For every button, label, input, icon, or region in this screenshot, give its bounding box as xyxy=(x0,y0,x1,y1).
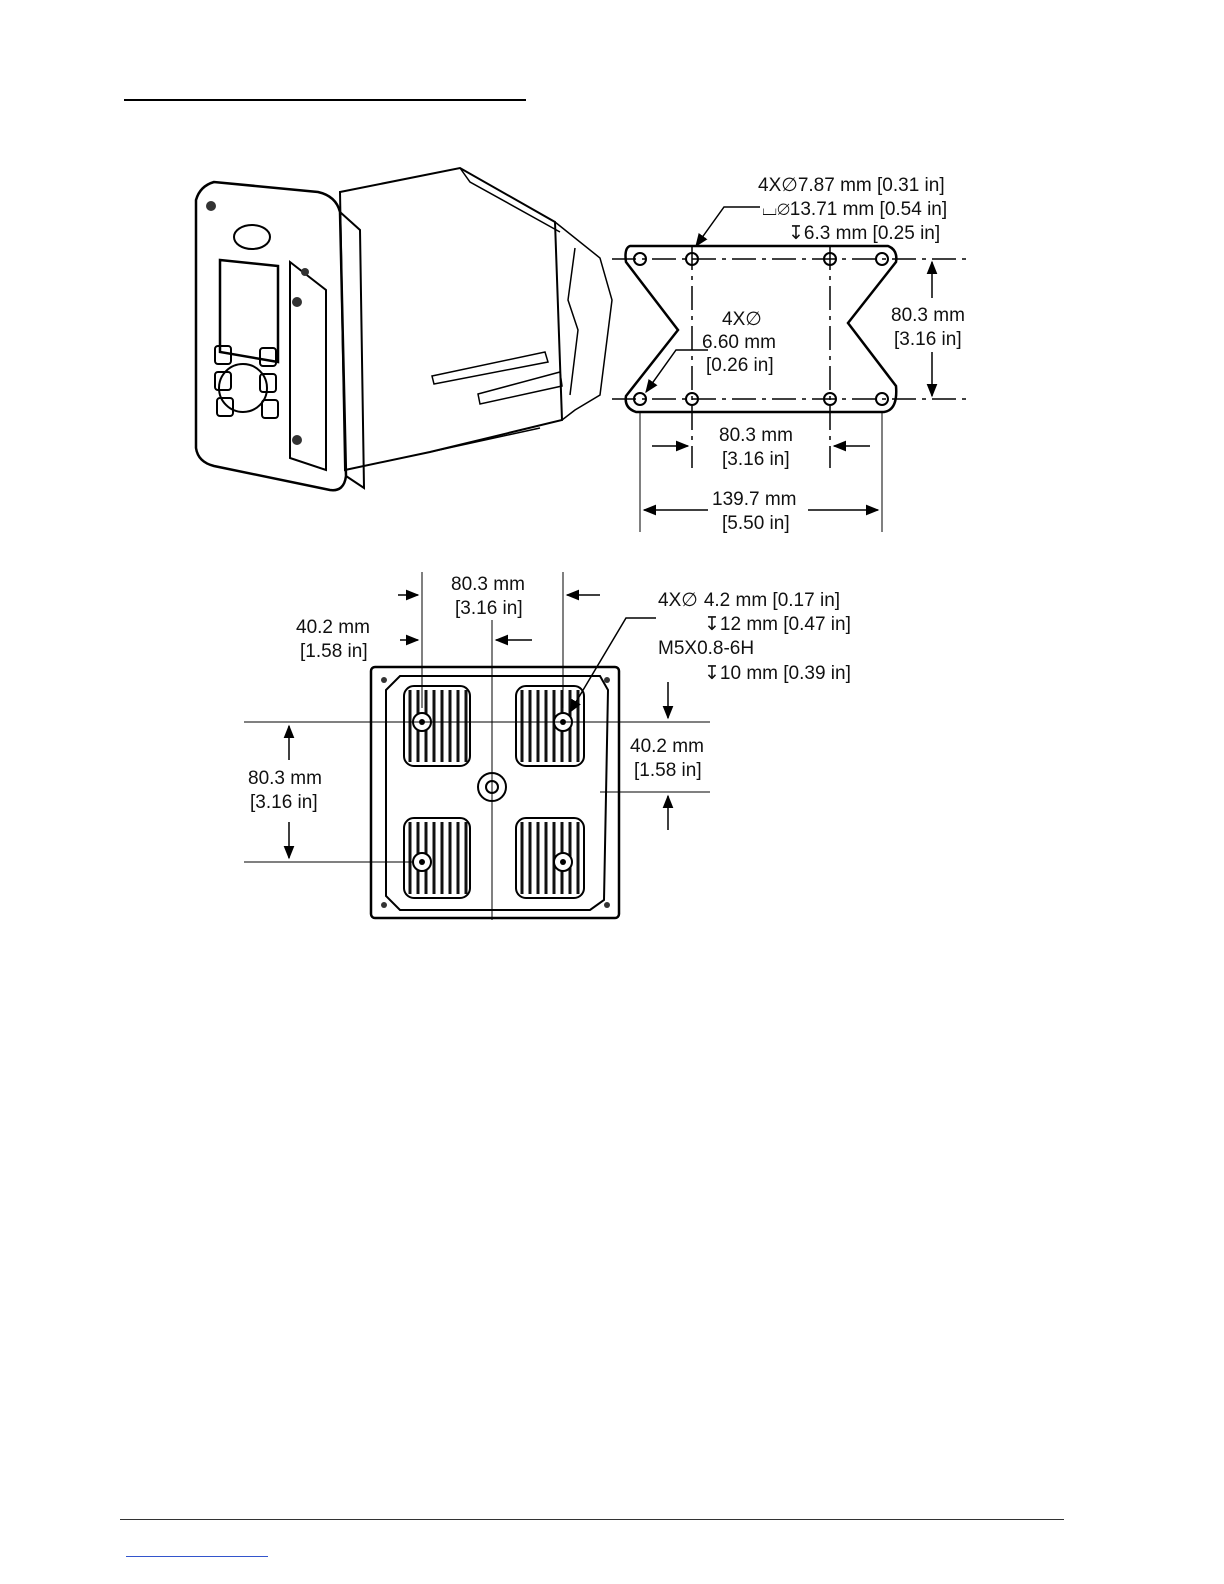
bracket-holes-line2: ⌴∅13.71 mm [0.54 in] xyxy=(762,199,947,220)
footer-link-underline[interactable] xyxy=(126,1556,268,1557)
back-right-offset-mm: 40.2 mm xyxy=(630,736,704,757)
bracket-horizontal-mm: 80.3 mm xyxy=(719,425,793,446)
bracket-overall-in: [5.50 in] xyxy=(722,513,790,534)
bracket-slots-in: [0.26 in] xyxy=(706,355,774,376)
back-left-spacing-in: [3.16 in] xyxy=(250,792,318,813)
bracket-holes-line3: ↧6.3 mm [0.25 in] xyxy=(788,223,940,244)
bracket-vertical-in: [3.16 in] xyxy=(894,329,962,350)
back-right-offset-in: [1.58 in] xyxy=(634,760,702,781)
controller-illustration xyxy=(196,168,612,490)
back-holes-line2: ↧12 mm [0.47 in] xyxy=(704,614,851,635)
bracket-slots-label: 4X∅ xyxy=(722,309,762,330)
back-holes-line1: 4X∅4.2 mm [0.17 in] xyxy=(658,590,840,611)
back-left-offset-in: [1.58 in] xyxy=(300,641,368,662)
back-left-spacing-mm: 80.3 mm xyxy=(248,768,322,789)
back-top-spacing-in: [3.16 in] xyxy=(455,598,523,619)
bracket-overall-mm: 139.7 mm xyxy=(712,489,796,510)
bracket-slots-mm: 6.60 mm xyxy=(702,332,776,353)
back-left-offset-mm: 40.2 mm xyxy=(296,617,370,638)
bracket-holes-line1: 4X∅7.87 mm [0.31 in] xyxy=(758,175,945,196)
back-top-spacing-mm: 80.3 mm xyxy=(451,574,525,595)
back-holes-thread: M5X0.8-6H xyxy=(658,638,754,659)
bracket-vertical-mm: 80.3 mm xyxy=(891,305,965,326)
footer-rule xyxy=(120,1519,1064,1520)
bracket-horizontal-in: [3.16 in] xyxy=(722,449,790,470)
back-holes-line4: ↧10 mm [0.39 in] xyxy=(704,663,851,684)
